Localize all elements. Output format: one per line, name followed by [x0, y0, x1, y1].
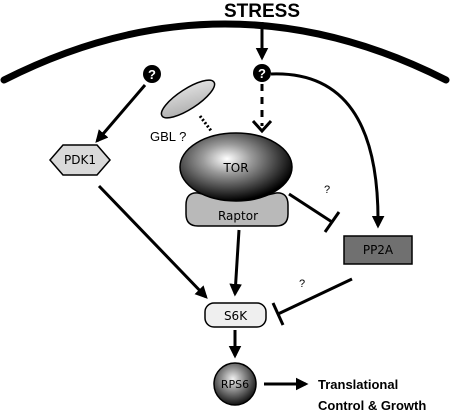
inhibition-bar-s6k [271, 302, 285, 326]
inhibition-tor-to-pp2a [288, 192, 333, 224]
cell-membrane [0, 20, 450, 84]
pdk1-label: PDK1 [64, 153, 96, 167]
unknown-upstream-left-label: ? [148, 67, 156, 82]
gbl-protein [160, 79, 216, 119]
output-label-line1: Translational [318, 377, 398, 392]
pdk1-protein [49, 144, 111, 176]
pp2a-label: PP2A [363, 243, 394, 257]
rps6-label: RPS6 [221, 378, 249, 391]
rps6-protein [213, 362, 257, 406]
arrow-pdk1-to-s6k [97, 184, 208, 299]
s6k-protein [204, 302, 267, 328]
arrow-receptor-to-pp2a [270, 72, 385, 229]
raptor-protein [185, 192, 289, 227]
s6k-label: S6K [224, 309, 248, 323]
tor-label: TOR [222, 161, 248, 175]
output-label-line2: Control & Growth [318, 398, 426, 413]
inhibition-pp2a-to-s6k [277, 277, 353, 316]
inhibition-bar-pp2a [323, 211, 341, 233]
gbl-tor-association [198, 115, 214, 133]
raptor-label: Raptor [218, 209, 258, 223]
unknown-stress-receptor-icon [253, 64, 271, 82]
dashed-arrow-head [251, 119, 273, 134]
unknown-upstream-left-icon [143, 65, 161, 83]
unknown-stress-receptor-label: ? [258, 66, 266, 81]
tor-pp2a-unknown-label: ? [324, 184, 330, 196]
pp2a-s6k-unknown-label: ? [299, 278, 305, 290]
gbl-label: GBL ? [150, 129, 186, 144]
pp2a-protein [343, 235, 413, 265]
arrow-unknown-to-pdk1 [95, 84, 147, 143]
arrow-raptor-to-s6k [229, 229, 242, 297]
stress-label: STRESS [224, 1, 300, 22]
tor-protein [179, 132, 293, 202]
